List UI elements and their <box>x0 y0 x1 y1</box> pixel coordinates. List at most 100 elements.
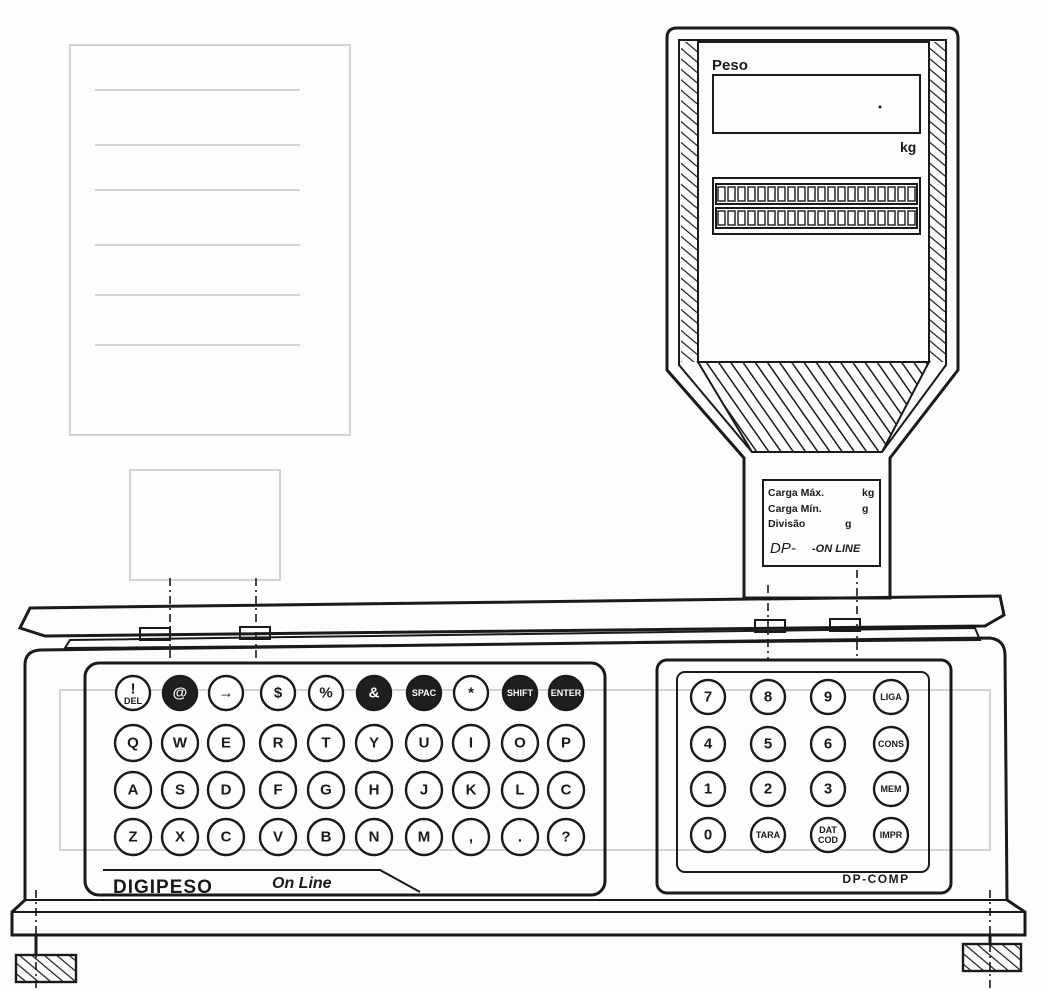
key-f[interactable]: F <box>258 770 298 810</box>
key-label: $ <box>274 685 283 702</box>
key-5[interactable]: 5 <box>749 725 787 763</box>
key-6[interactable]: 6 <box>809 725 847 763</box>
key-label: SHIFT <box>507 688 534 698</box>
key-star[interactable]: * <box>452 674 490 712</box>
key-exclaim[interactable]: !DEL <box>114 674 152 712</box>
key-d[interactable]: D <box>206 770 246 810</box>
display-side-hatch-right <box>929 42 945 362</box>
specs-line-max: Carga Máx. <box>768 487 824 499</box>
key-comma[interactable]: , <box>451 817 491 857</box>
key-label: 4 <box>704 736 713 753</box>
specs-model-prefix: DP- <box>770 540 796 557</box>
key-label: C <box>221 829 232 846</box>
key-mem[interactable]: MEM <box>872 770 910 808</box>
key-m[interactable]: M <box>404 817 444 857</box>
key-7[interactable]: 7 <box>689 678 727 716</box>
key-label: F <box>273 782 282 799</box>
key-arrow[interactable]: → <box>207 674 245 712</box>
platter-support <box>63 626 982 650</box>
key-label: L <box>515 782 524 799</box>
center-lines <box>35 570 991 990</box>
key-period[interactable]: . <box>500 817 540 857</box>
key-b[interactable]: B <box>306 817 346 857</box>
key-c[interactable]: C <box>546 770 586 810</box>
key-p[interactable]: P <box>546 723 586 763</box>
display-tower-outline <box>665 26 960 600</box>
key-j[interactable]: J <box>404 770 444 810</box>
key-tara[interactable]: TARA <box>749 816 787 854</box>
key-label: C <box>561 782 572 799</box>
key-8[interactable]: 8 <box>749 678 787 716</box>
key-2[interactable]: 2 <box>749 770 787 808</box>
key-label: 1 <box>704 781 712 798</box>
key-label: * <box>468 685 474 702</box>
key-4[interactable]: 4 <box>689 725 727 763</box>
key-w[interactable]: W <box>160 723 200 763</box>
key-y[interactable]: Y <box>354 723 394 763</box>
key-3[interactable]: 3 <box>809 770 847 808</box>
key-c[interactable]: C <box>206 817 246 857</box>
key-o[interactable]: O <box>500 723 540 763</box>
key-impr[interactable]: IMPR <box>872 816 910 854</box>
key-label: Q <box>127 735 139 752</box>
key-x[interactable]: X <box>160 817 200 857</box>
key-k[interactable]: K <box>451 770 491 810</box>
numeric-keypad-outer-panel <box>655 658 953 895</box>
text-display-line-2 <box>715 207 918 229</box>
key-label: COD <box>818 835 839 845</box>
key-r[interactable]: R <box>258 723 298 763</box>
key-s[interactable]: S <box>160 770 200 810</box>
key-v[interactable]: V <box>258 817 298 857</box>
key-l[interactable]: L <box>500 770 540 810</box>
key-label: % <box>319 685 332 702</box>
key-n[interactable]: N <box>354 817 394 857</box>
key-spac[interactable]: SPAC <box>405 674 443 712</box>
key-z[interactable]: Z <box>113 817 153 857</box>
weight-display-dot <box>878 105 882 109</box>
display-neck-hatch <box>696 361 931 453</box>
key-label: LIGA <box>880 692 902 702</box>
key-a[interactable]: A <box>113 770 153 810</box>
key-h[interactable]: H <box>354 770 394 810</box>
key-e[interactable]: E <box>206 723 246 763</box>
key-question[interactable]: ? <box>546 817 586 857</box>
key-label: G <box>320 782 332 799</box>
specs-line-division: Divisão <box>768 518 805 530</box>
key-label: 6 <box>824 736 832 753</box>
key-i[interactable]: I <box>451 723 491 763</box>
key-label: 5 <box>764 736 772 753</box>
key-label: 2 <box>764 781 772 798</box>
weighing-platter <box>17 594 1006 650</box>
key-label: O <box>514 735 526 752</box>
key-shift[interactable]: SHIFT <box>501 674 539 712</box>
brand-script: On Line <box>272 875 332 892</box>
key-0[interactable]: 0 <box>689 816 727 854</box>
key-enter[interactable]: ENTER <box>547 674 585 712</box>
key-u[interactable]: U <box>404 723 444 763</box>
display-face <box>697 41 930 363</box>
key-liga[interactable]: LIGA <box>872 678 910 716</box>
key-dollar[interactable]: $ <box>259 674 297 712</box>
key-cons[interactable]: CONS <box>872 725 910 763</box>
unit-label: kg <box>900 139 916 155</box>
display-tower: Peso kg Carga Máx. kg Carga Mín. g Divis… <box>665 26 960 600</box>
key-percent[interactable]: % <box>307 674 345 712</box>
key-at[interactable]: @ <box>161 674 199 712</box>
key-q[interactable]: Q <box>113 723 153 763</box>
key-label: S <box>175 782 185 799</box>
key-label: SPAC <box>412 688 437 698</box>
numeric-keypad-model: DP-COMP <box>842 872 909 886</box>
key-label: Z <box>128 829 137 846</box>
brand-strip-line <box>103 869 421 893</box>
key-1[interactable]: 1 <box>689 770 727 808</box>
key-t[interactable]: T <box>306 723 346 763</box>
key-label: 0 <box>704 827 712 844</box>
key-amp[interactable]: & <box>355 674 393 712</box>
key-label: V <box>273 829 283 846</box>
key-g[interactable]: G <box>306 770 346 810</box>
key-label: ! <box>131 681 136 698</box>
key-9[interactable]: 9 <box>809 678 847 716</box>
key-label: M <box>418 829 431 846</box>
